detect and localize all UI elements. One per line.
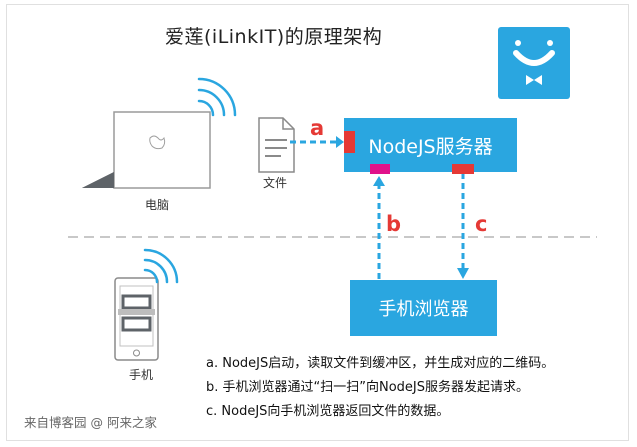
- arrow-b: [373, 176, 385, 279]
- arrow-a: [290, 136, 344, 148]
- arrow-a-label: a: [310, 116, 325, 140]
- logo-face-icon: [498, 27, 570, 99]
- server-label: NodeJS服务器: [368, 135, 493, 158]
- source-watermark: 来自博客园 @ 阿来之家: [24, 415, 157, 430]
- file-icon: [258, 117, 295, 173]
- server-input-port: [344, 131, 355, 153]
- laptop-icon: [82, 111, 211, 189]
- phone-label: 手机: [129, 368, 154, 382]
- nodejs-server-box: NodeJS服务器: [344, 118, 517, 172]
- file-label: 文件: [263, 176, 288, 190]
- arrow-c: [457, 173, 469, 279]
- note-c: c. NodeJS向手机浏览器返回文件的数据。: [206, 404, 450, 419]
- computer-label: 电脑: [145, 198, 170, 212]
- server-request-port: [370, 164, 390, 174]
- phone-icon: [114, 277, 159, 361]
- notes-list: a. NodeJS启动，读取文件到缓冲区，并生成对应的二维码。 b. 手机浏览器…: [206, 352, 554, 424]
- arrow-b-label: b: [386, 212, 402, 236]
- arrow-c-label: c: [475, 212, 488, 236]
- server-response-port: [452, 164, 474, 174]
- browser-label: 手机浏览器: [378, 299, 469, 320]
- note-a: a. NodeJS启动，读取文件到缓冲区，并生成对应的二维码。: [206, 356, 555, 371]
- mobile-browser-box: 手机浏览器: [350, 280, 497, 336]
- wifi-icon: [197, 77, 237, 117]
- diagram-title: 爱莲(iLinkIT)的原理架构: [165, 26, 383, 48]
- wifi-icon-phone: [143, 248, 179, 284]
- note-b: b. 手机浏览器通过“扫一扫”向NodeJS服务器发起请求。: [206, 380, 530, 395]
